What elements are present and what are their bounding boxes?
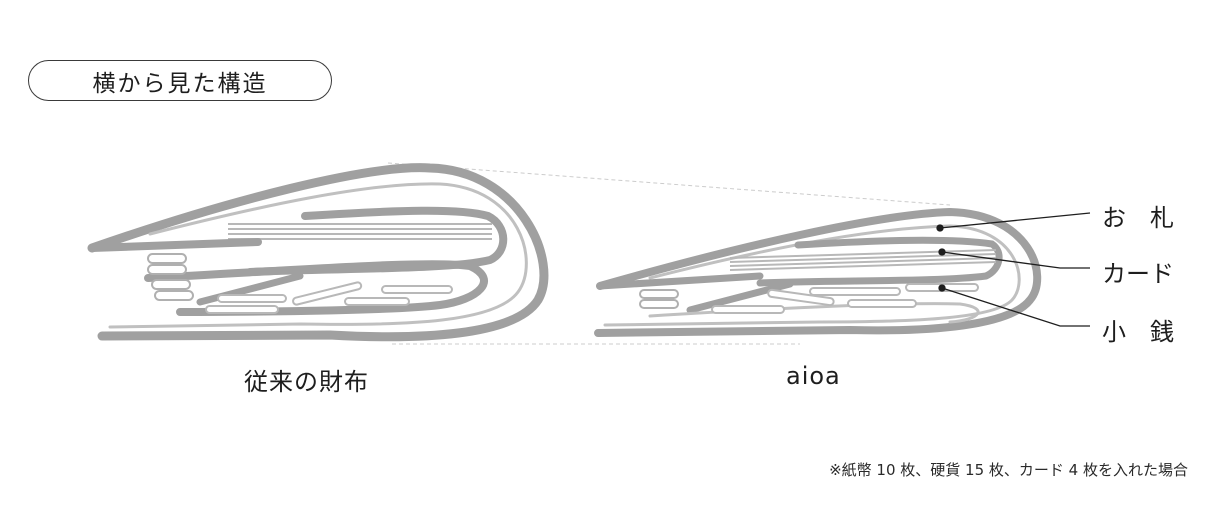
coins-label: 小 銭 [1102,318,1174,346]
card [729,257,997,267]
callout-leaders [936,212,1091,327]
coin-pocket-lip [686,280,794,314]
coin [147,253,187,264]
bills-leader-dot [936,224,944,232]
coins-leader-line [941,287,1090,327]
aioa-wallet-illustration [594,208,1042,337]
coin [639,299,679,309]
coin [205,305,279,314]
left-flap [88,238,262,252]
conventional-wallet-caption: 従来の財布 [244,368,369,396]
thickness-guides [387,162,951,345]
coin [767,288,835,307]
coin [147,264,187,275]
outer-shell [594,208,1042,337]
pocket-coins [205,281,453,314]
section-title: 横から見た構造 [28,60,332,101]
bills-label: お 札 [1102,204,1174,232]
top-guide-line [387,162,951,206]
coin-stack [147,253,194,301]
card-stack [228,223,492,240]
coin-pocket-lip [196,272,304,306]
coin [217,294,287,303]
coin [292,281,363,306]
aioa-wallet-caption: aioa [786,362,841,390]
outer-shell [87,163,549,342]
coin [711,305,785,314]
middle-divider [144,260,488,316]
coin [639,289,679,299]
conventional-wallet-illustration [87,163,549,342]
coin-stack [639,289,679,309]
cards-label: カード [1102,260,1174,288]
card [729,261,997,271]
coins-leader-dot [938,284,946,292]
pocket-coins [711,283,979,314]
coin [151,279,191,290]
left-flap [596,272,764,290]
footnote: ※紙幣 10 枚、硬貨 15 枚、カード 4 枚を入れた場合 [829,461,1188,479]
card [729,253,997,263]
coin [381,285,453,294]
coin [847,299,917,308]
coin [809,287,901,296]
card-stack [729,249,997,271]
coin [154,290,194,301]
inner-lining [108,182,528,329]
inner-lining [603,224,1021,327]
card [729,249,997,259]
cards-leader-line [941,251,1090,269]
cards-leader-dot [938,248,946,256]
upper-pocket-divider [756,236,1003,287]
bills-leader-line [939,212,1091,229]
coin [344,297,410,306]
